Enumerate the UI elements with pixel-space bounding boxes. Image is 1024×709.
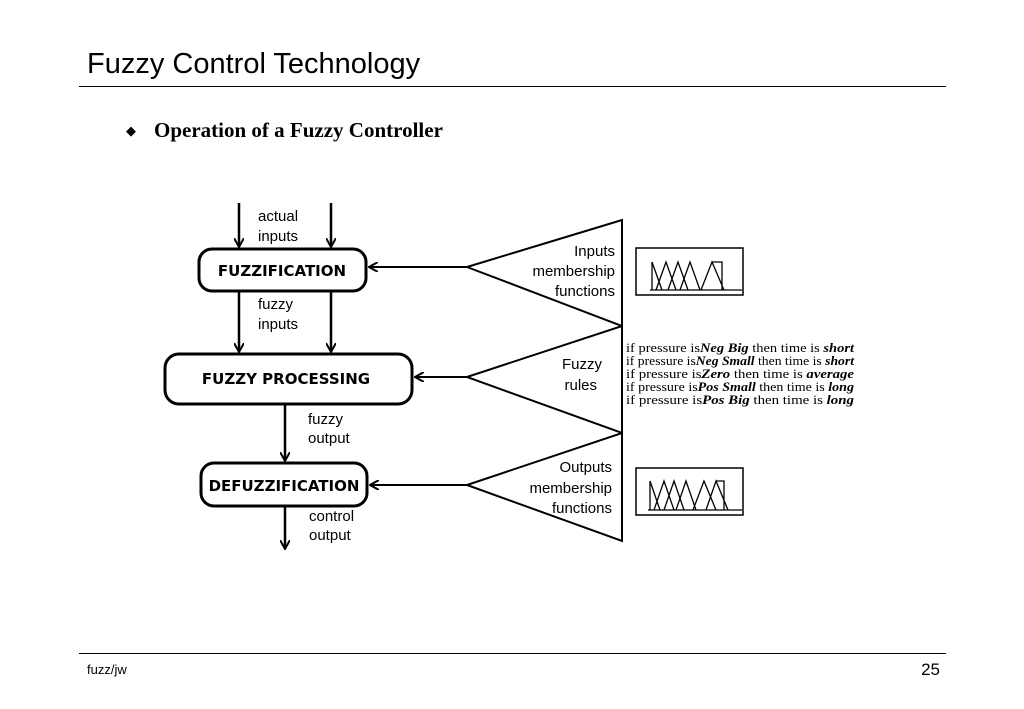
footer-divider xyxy=(79,653,946,654)
input-membership-plot xyxy=(635,247,744,296)
inputs-mf-label-line2: membership xyxy=(532,263,615,280)
rule-lead: if pressure is xyxy=(626,380,698,394)
fuzzy-processing-block: FUZZY PROCESSING xyxy=(163,352,414,406)
rule-result: long xyxy=(827,393,854,407)
inputs-mf-label-line1: Inputs xyxy=(574,243,615,260)
rule-lead: if pressure is xyxy=(626,354,696,368)
fuzzy-output-label-line2: output xyxy=(308,430,351,447)
rule-connector: then time is xyxy=(756,380,828,394)
outputs-mf-label-line3: functions xyxy=(552,500,612,517)
rule-result: long xyxy=(828,380,854,394)
inputs-membership-triangle: Inputs membership functions xyxy=(463,218,623,328)
rule-result: average xyxy=(806,367,854,381)
rule-connector: then time is xyxy=(755,354,826,368)
fuzzification-label: FUZZIFICATION xyxy=(218,262,346,280)
rule-connector: then time is xyxy=(749,341,824,355)
inputs-mf-label-line3: functions xyxy=(555,283,615,300)
actual-inputs-label-line1: actual xyxy=(258,208,298,225)
defuzzification-label: DEFUZZIFICATION xyxy=(209,477,360,495)
rule-connector: then time is xyxy=(730,367,806,381)
fuzzy-output-label-line1: fuzzy xyxy=(308,411,344,428)
rule-condition: Neg Big xyxy=(699,341,749,355)
defuzzification-block: DEFUZZIFICATION xyxy=(199,461,369,508)
outputs-mf-label-line2: membership xyxy=(529,480,612,497)
fuzzy-rules-triangle: Fuzzy rules xyxy=(463,324,623,435)
rule-connector: then time is xyxy=(750,393,827,407)
fuzzy-inputs-label-line1: fuzzy xyxy=(258,296,294,313)
fuzzy-inputs-label-line2: inputs xyxy=(258,316,298,333)
fuzzy-processing-label: FUZZY PROCESSING xyxy=(202,370,370,388)
rule-condition: Zero xyxy=(700,367,730,381)
control-output-label-line1: control xyxy=(309,508,354,525)
bullet-item: ◆ Operation of a Fuzzy Controller xyxy=(126,118,443,143)
rule-lead: if pressure is xyxy=(626,393,702,407)
page-number: 25 xyxy=(921,660,940,679)
output-membership-plot xyxy=(635,467,744,516)
rule-condition: Neg Small xyxy=(695,354,755,368)
rules-label-line2: rules xyxy=(564,377,597,394)
rule-condition: Pos Big xyxy=(702,393,750,407)
rules-label-line1: Fuzzy xyxy=(562,356,603,373)
bullet-text: Operation of a Fuzzy Controller xyxy=(154,118,443,142)
outputs-mf-label-line1: Outputs xyxy=(559,459,612,476)
diamond-bullet-icon: ◆ xyxy=(126,122,136,138)
rule-lead: if pressure is xyxy=(626,341,700,355)
rule-lead: if pressure is xyxy=(626,367,702,381)
fuzzification-block: FUZZIFICATION xyxy=(197,247,368,293)
rule-result: short xyxy=(824,354,855,368)
rule-result: short xyxy=(822,341,854,355)
slide-title: Fuzzy Control Technology xyxy=(87,48,421,80)
flow-arrows xyxy=(239,203,331,548)
outputs-membership-triangle: Outputs membership functions xyxy=(463,431,623,543)
footer-label: fuzz/jw xyxy=(87,662,127,677)
control-output-label-line2: output xyxy=(309,527,352,544)
title-divider xyxy=(79,86,946,87)
rule-condition: Pos Small xyxy=(698,380,757,394)
actual-inputs-label-line2: inputs xyxy=(258,228,298,245)
